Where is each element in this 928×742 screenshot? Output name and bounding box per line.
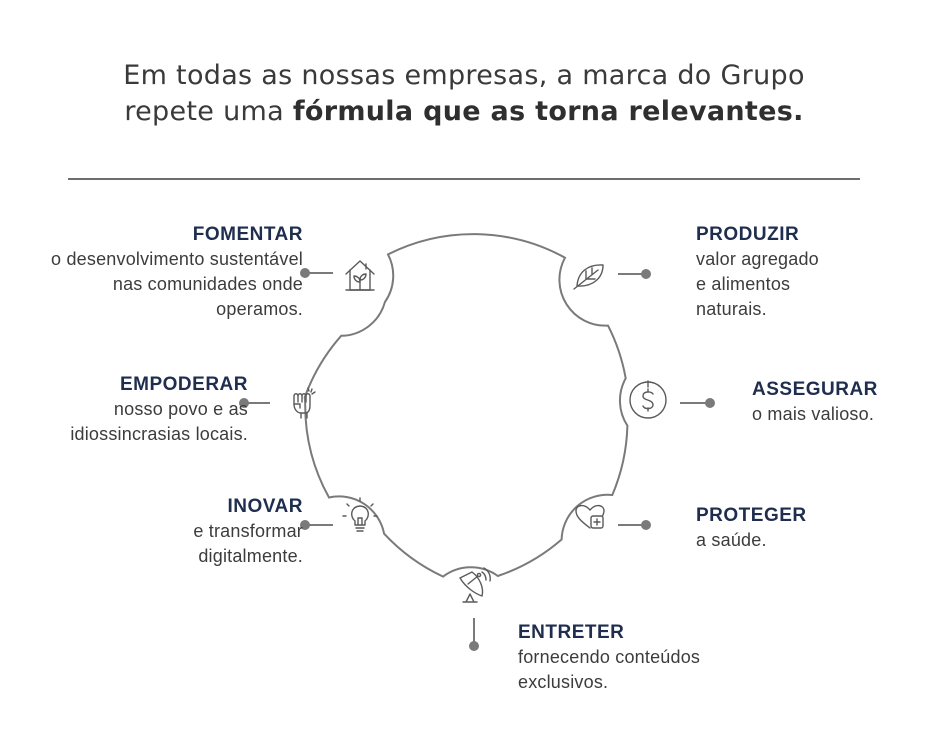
item-heading-assegurar: ASSEGURAR — [752, 379, 878, 400]
item-desc-entreter: fornecendo conteúdos exclusivos. — [518, 647, 701, 692]
dollar-coin-icon — [629, 380, 667, 419]
connector-dot-produzir — [641, 269, 651, 279]
connector-dot-inovar — [300, 520, 310, 530]
item-produzir: PRODUZIR valor agregado e alimentos natu… — [696, 223, 819, 322]
item-desc-empoderar: nosso povo e as idiossincrasias locais. — [70, 399, 248, 444]
item-desc-assegurar: o mais valioso. — [752, 404, 875, 424]
lightbulb-icon — [342, 497, 378, 532]
title-divider — [68, 178, 860, 180]
connector-dot-entreter — [469, 641, 479, 651]
title-line-2: repete uma fórmula que as torna relevant… — [0, 94, 928, 130]
item-proteger: PROTEGER a saúde. — [696, 504, 807, 553]
item-desc-produzir: valor agregado e alimentos naturais. — [696, 249, 819, 319]
leaf-icon — [573, 264, 604, 290]
connectors — [239, 268, 715, 651]
item-inovar: INOVAR e transformar digitalmente. — [193, 495, 303, 569]
item-empoderar: EMPODERAR nosso povo e as idiossincrasia… — [70, 373, 248, 447]
title-line-2-bold: fórmula que as torna relevantes. — [292, 96, 804, 127]
item-heading-empoderar: EMPODERAR — [119, 374, 248, 395]
connector-dot-empoderar — [239, 398, 249, 408]
item-heading-entreter: ENTRETER — [518, 622, 625, 643]
item-heading-proteger: PROTEGER — [696, 505, 807, 526]
page-title: Em todas as nossas empresas, a marca do … — [0, 58, 928, 130]
item-desc-fomentar: o desenvolvimento sustentável nas comuni… — [51, 249, 303, 319]
title-line-2-regular: repete uma — [124, 96, 293, 127]
cycle-ring — [303, 233, 629, 578]
heart-plus-icon — [575, 504, 605, 529]
title-line-1: Em todas as nossas empresas, a marca do … — [123, 60, 805, 91]
item-heading-fomentar: FOMENTAR — [192, 224, 303, 245]
raised-fist-icon — [293, 387, 316, 419]
connector-dot-assegurar — [705, 398, 715, 408]
item-desc-proteger: a saúde. — [696, 530, 767, 550]
item-heading-produzir: PRODUZIR — [696, 224, 800, 245]
house-plant-icon — [345, 260, 375, 291]
item-heading-inovar: INOVAR — [227, 496, 303, 517]
satellite-dish-icon — [459, 567, 491, 603]
item-assegurar: ASSEGURAR o mais valioso. — [752, 378, 878, 427]
item-entreter: ENTRETER fornecendo conteúdos exclusivos… — [518, 621, 700, 695]
item-desc-inovar: e transformar digitalmente. — [193, 521, 303, 566]
item-fomentar: FOMENTAR o desenvolvimento sustentável n… — [51, 223, 303, 322]
connector-dot-fomentar — [300, 268, 310, 278]
connector-dot-proteger — [641, 520, 651, 530]
